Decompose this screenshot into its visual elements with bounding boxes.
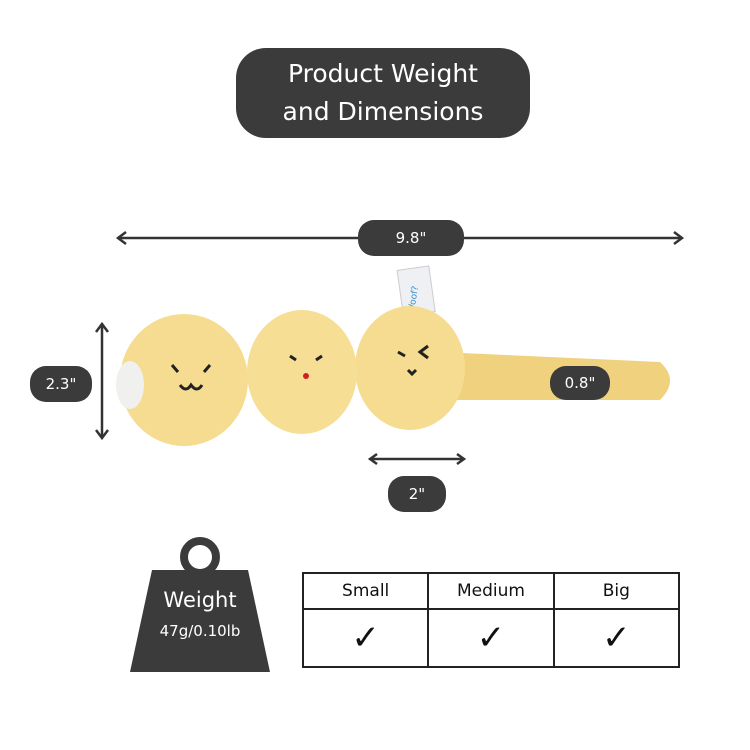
length-label: 9.8" [358,220,464,256]
title-line-1: Product Weight [288,59,478,88]
weight-info: Weight 47g/0.10lb [130,588,270,640]
weight-label: Weight [163,588,237,612]
toy: Woof? [116,265,670,446]
size-small: Small [301,571,430,611]
check-icon: ✓ [301,608,430,668]
size-big: Big [552,571,681,611]
height-arrow [95,321,109,441]
stick-diameter-label: 0.8" [550,366,610,400]
check-icon: ✓ [552,608,681,668]
size-medium: Medium [427,571,555,611]
weight-icon [130,537,270,672]
weight-value: 47g/0.10lb [159,622,241,640]
page-title: Product Weight and Dimensions [236,48,530,138]
height-label: 2.3" [30,366,92,402]
ball-width-label: 2" [388,476,446,512]
check-icon: ✓ [427,608,555,668]
ball-width-arrow [367,452,467,466]
size-table: Small Medium Big ✓ ✓ ✓ [301,571,681,668]
title-line-2: and Dimensions [282,97,484,126]
